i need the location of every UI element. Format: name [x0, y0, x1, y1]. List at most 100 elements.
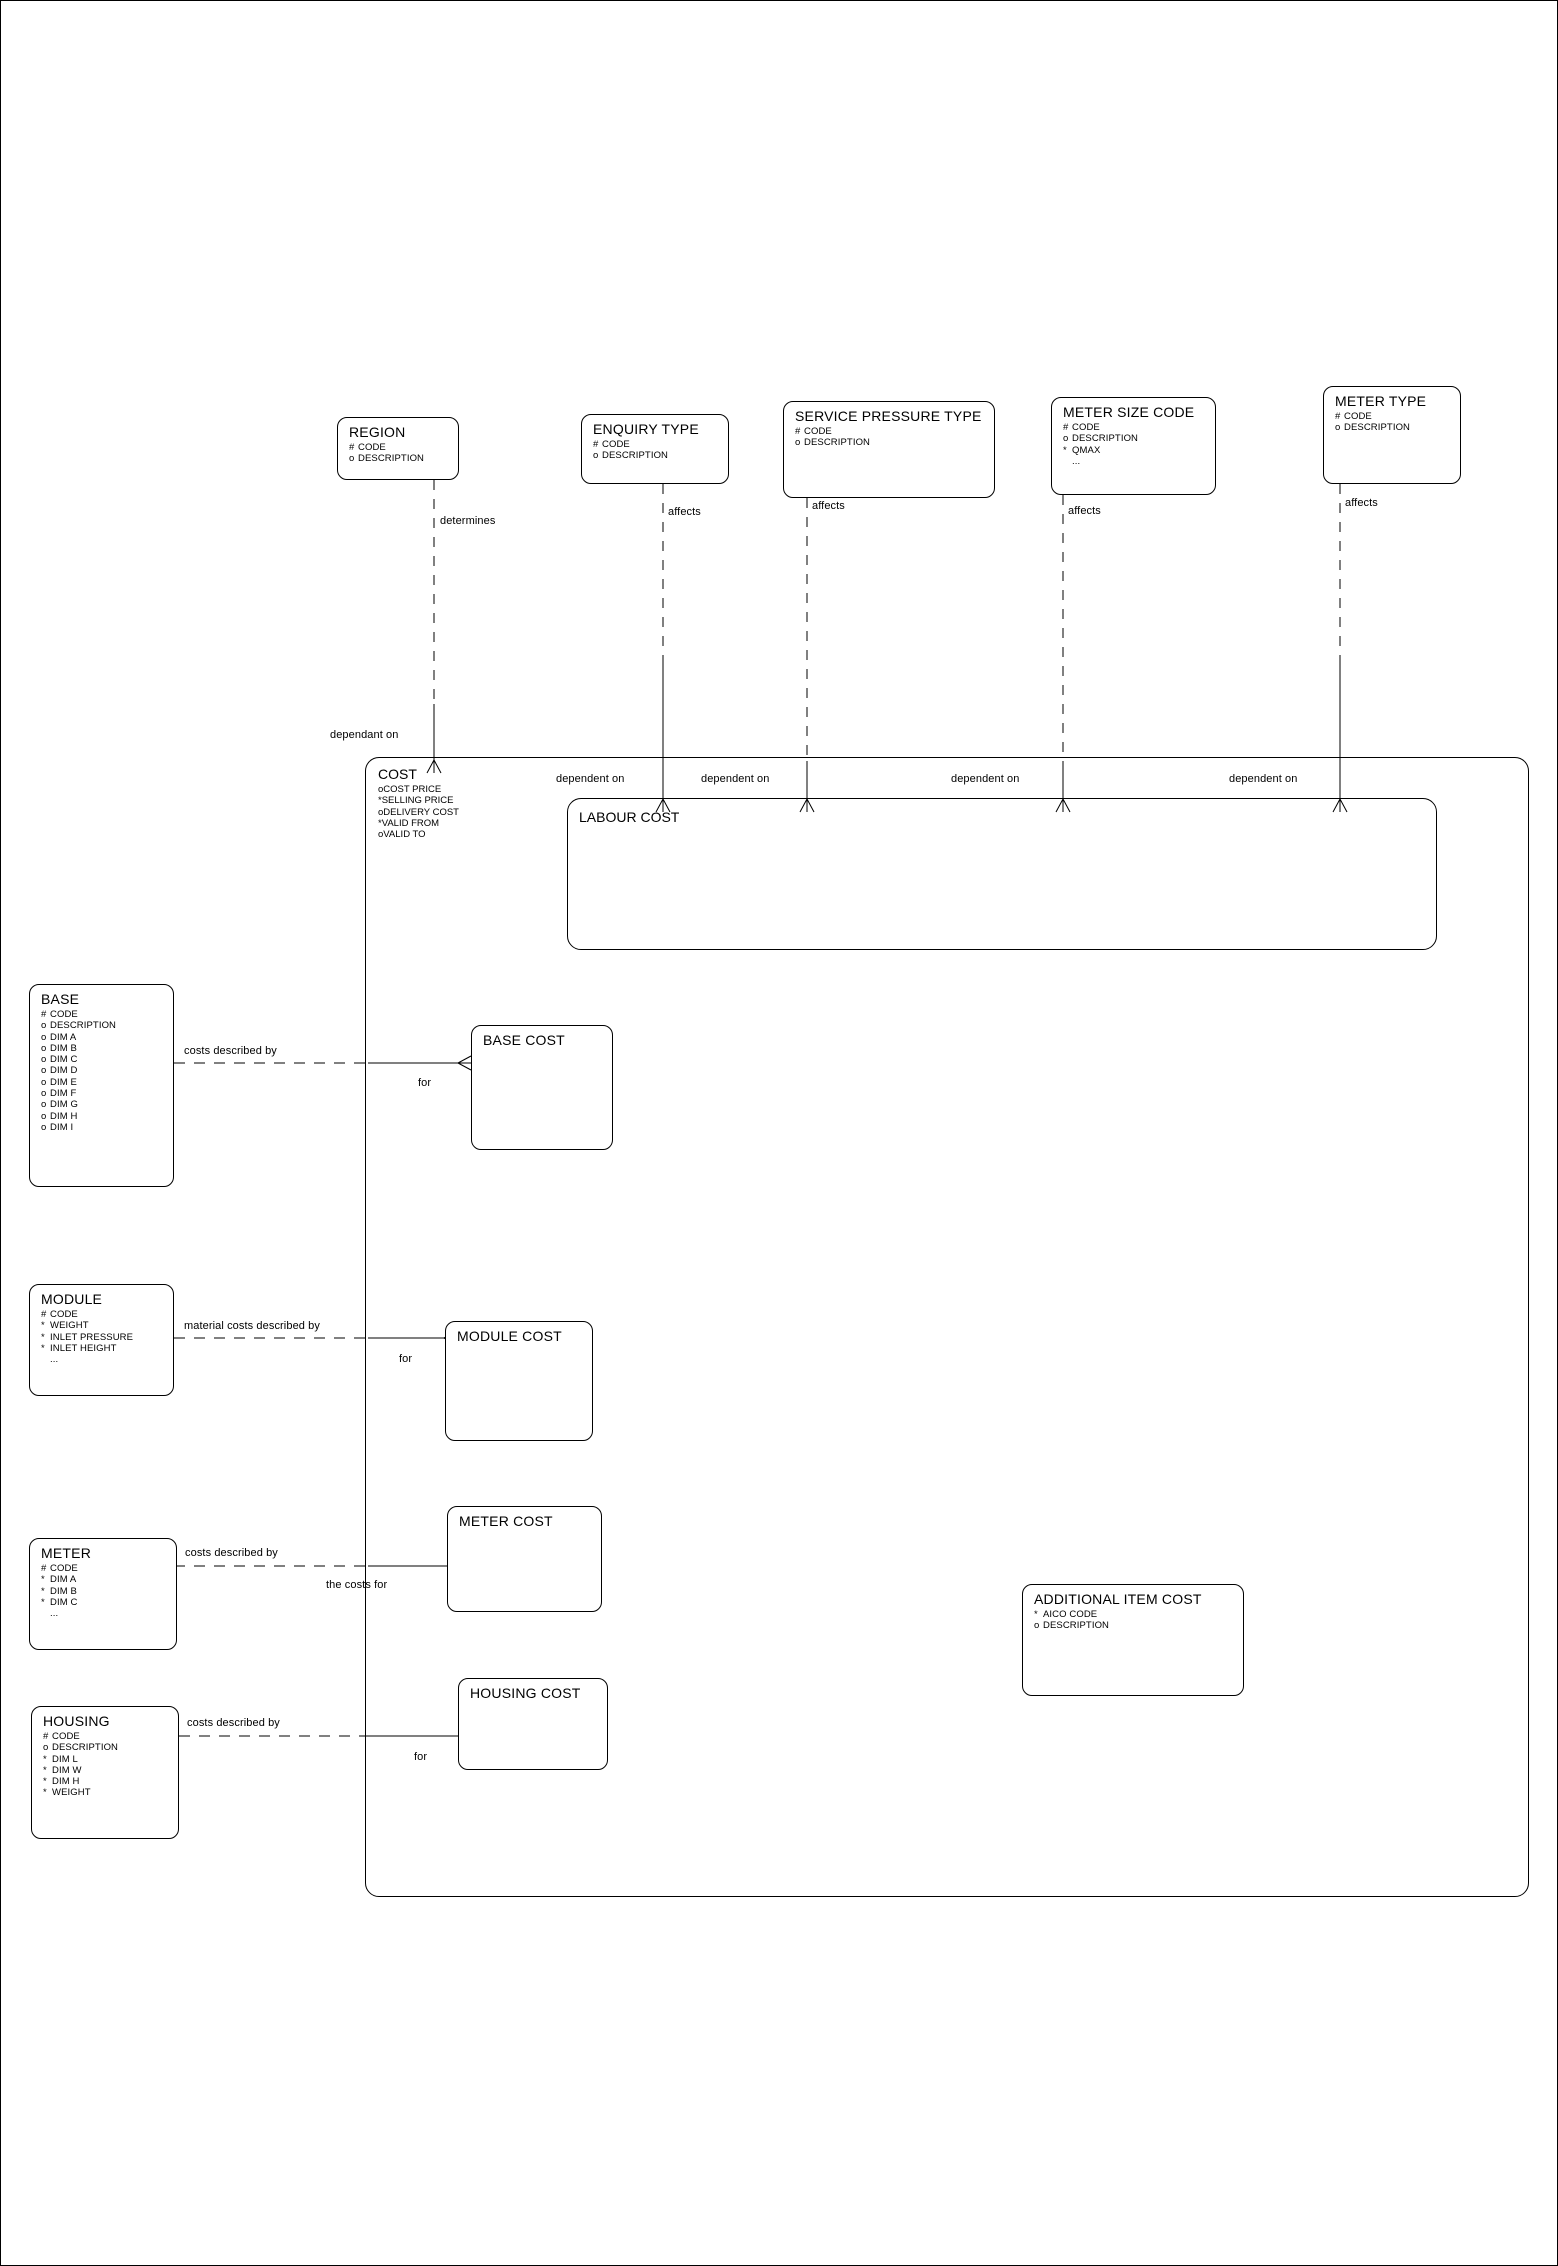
entity-title: ADDITIONAL ITEM COST: [1034, 1591, 1202, 1607]
entity-labour-cost[interactable]: [567, 798, 1437, 950]
entity-meter-cost[interactable]: METER COST: [447, 1506, 602, 1612]
attribute-mark: *: [43, 1776, 47, 1788]
attribute-mark: #: [349, 442, 355, 453]
relationship-label-module-for: for: [399, 1353, 413, 1365]
attribute-mark: o: [41, 1065, 47, 1077]
attribute-label: COST PRICE: [383, 784, 442, 795]
entity-title: BASE COST: [483, 1032, 565, 1048]
attribute-mark: #: [41, 1309, 47, 1320]
attribute-mark: #: [41, 1009, 47, 1020]
entity-attribute: #CODE: [349, 442, 449, 453]
relationship-label-dependent-on-4: dependent on: [1229, 773, 1298, 785]
attribute-label: DIM B: [50, 1042, 77, 1054]
attribute-mark: o: [1063, 433, 1069, 445]
attribute-mark: *: [43, 1764, 47, 1776]
entity-labour-cost-title: LABOUR COST: [579, 809, 680, 825]
attribute-label: CODE: [52, 1731, 80, 1742]
attribute-label: CODE: [50, 1563, 78, 1574]
entity-title: SERVICE PRESSURE TYPE: [795, 408, 982, 424]
attribute-label: DIM G: [50, 1099, 78, 1111]
attribute-label: DIM W: [52, 1764, 82, 1776]
attribute-mark: #: [1335, 411, 1341, 422]
attribute-mark: o: [41, 1076, 47, 1088]
attribute-mark: o: [41, 1042, 47, 1054]
attribute-label: SELLING PRICE: [381, 795, 454, 807]
attribute-label: DIM H: [50, 1110, 78, 1122]
entity-module[interactable]: MODULE #CODE *WEIGHT *INLET PRESSURE *IN…: [29, 1284, 174, 1396]
entity-attribute: ...: [1063, 456, 1206, 467]
attribute-label: DELIVERY COST: [383, 806, 459, 818]
attribute-label: DIM H: [52, 1776, 80, 1788]
entity-attribute: * DIM H: [43, 1776, 169, 1787]
entity-module-cost[interactable]: MODULE COST: [445, 1321, 593, 1441]
attribute-label: QMAX: [1072, 444, 1101, 456]
entity-title: COST: [378, 766, 417, 782]
attribute-mark: *: [41, 1320, 45, 1332]
attribute-label: CODE: [1072, 422, 1100, 433]
relationship-label-determines: determines: [440, 515, 496, 527]
entity-title: METER COST: [459, 1513, 553, 1529]
entity-cost[interactable]: [365, 757, 1529, 1897]
attribute-label: DIM F: [50, 1088, 77, 1100]
entity-meter[interactable]: METER #CODE *DIM A *DIM B *DIM C ...: [29, 1538, 177, 1650]
attribute-label: ...: [50, 1354, 59, 1366]
attribute-mark: #: [41, 1563, 47, 1574]
relationship-label-meter-the-costs-for: the costs for: [326, 1579, 388, 1591]
entity-attribute: #CODE: [1335, 411, 1451, 422]
attribute-mark: o: [41, 1110, 47, 1122]
attribute-mark: o: [41, 1031, 47, 1043]
relationship-label-affects-meter-size: affects: [1068, 505, 1101, 517]
relationship-label-dependent-on-3: dependent on: [951, 773, 1020, 785]
entity-attribute: #CODE: [795, 426, 985, 437]
entity-attribute: *AICO CODE: [1034, 1609, 1234, 1620]
attribute-label: DESCRIPTION: [358, 453, 425, 465]
relationship-label-base-costs-described-by: costs described by: [184, 1045, 277, 1057]
attribute-mark: *: [41, 1585, 45, 1597]
entity-title: METER: [41, 1545, 91, 1561]
entity-attribute: ...: [41, 1608, 167, 1619]
attribute-mark: *: [41, 1596, 45, 1608]
attribute-label: CODE: [358, 442, 386, 453]
attribute-label: CODE: [804, 426, 832, 437]
relationship-label-dependent-on-1: dependent on: [556, 773, 625, 785]
relationship-label-meter-costs-described-by: costs described by: [185, 1547, 278, 1559]
entity-housing-cost[interactable]: HOUSING COST: [458, 1678, 608, 1770]
attribute-mark: #: [593, 439, 599, 450]
attribute-mark: #: [43, 1731, 49, 1742]
entity-attribute: #CODE: [41, 1009, 164, 1020]
entity-attribute: *WEIGHT: [43, 1787, 169, 1798]
attribute-label: ...: [50, 1608, 59, 1620]
entity-base-cost[interactable]: BASE COST: [471, 1025, 613, 1150]
entity-attribute: #CODE: [43, 1731, 169, 1742]
relationship-region-determines-cost: [426, 480, 442, 774]
entity-attribute: *SELLING PRICE: [378, 795, 578, 806]
attribute-label: DIM B: [50, 1585, 77, 1597]
entity-cost-body: COST oCOST PRICE *SELLING PRICE oDELIVER…: [378, 766, 578, 841]
attribute-mark: *: [1063, 444, 1067, 456]
entity-title: ENQUIRY TYPE: [593, 421, 699, 437]
attribute-label: DESCRIPTION: [804, 437, 871, 449]
attribute-mark: o: [349, 453, 355, 465]
attribute-label: DIM C: [50, 1054, 78, 1066]
attribute-label: DIM L: [52, 1753, 78, 1765]
entity-attribute: #CODE: [593, 439, 719, 450]
attribute-mark: *: [41, 1574, 45, 1586]
attribute-label: DIM A: [50, 1031, 77, 1043]
attribute-mark: o: [41, 1099, 47, 1111]
